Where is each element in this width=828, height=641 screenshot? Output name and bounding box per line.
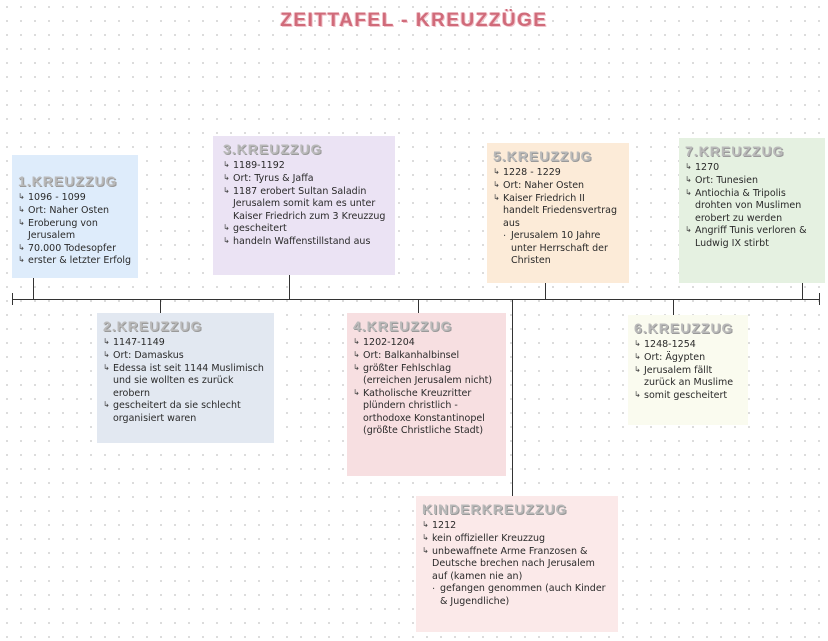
list-item: Ort: Tyrus & Jaffa	[223, 173, 389, 186]
crusade-1-title: 1.KREUZZUG	[18, 173, 118, 189]
crusade-6-card: 6.KREUZZUG 1248-1254 Ort: Ägypten Jerusa…	[628, 315, 748, 425]
list-item: gefangen genommen (auch Kinder & Jugendl…	[422, 583, 612, 608]
list-item: Ort: Naher Osten	[493, 180, 623, 193]
list-item: Ort: Balkanhalbinsel	[353, 350, 500, 363]
crusade-2-title: 2.KREUZZUG	[103, 318, 203, 334]
list-item: 1202-1204	[353, 337, 500, 350]
list-item: größter Fehlschlag (erreichen Jerusalem …	[353, 363, 500, 388]
list-item: Ort: Tunesien	[685, 175, 819, 188]
list-item: Jerusalem 10 Jahre unter Herrschaft der …	[493, 230, 623, 268]
list-item: unbewaffnete Arme Franzosen & Deutsche b…	[422, 546, 612, 584]
list-item: handeln Waffenstillstand aus	[223, 236, 389, 249]
list-item: 1248-1254	[634, 339, 742, 352]
connector-1	[33, 278, 34, 299]
list-item: gescheitert	[223, 223, 389, 236]
crusade-4-title: 4.KREUZZUG	[353, 318, 453, 334]
timeline-start-tick	[12, 293, 13, 305]
crusade-6-title: 6.KREUZZUG	[634, 320, 734, 336]
list-item: 1228 - 1229	[493, 167, 623, 180]
list-item: Jerusalem fällt zurück an Muslime	[634, 365, 742, 390]
connector-5	[545, 283, 546, 299]
list-item: 1189-1192	[223, 160, 389, 173]
connector-7	[802, 283, 803, 299]
list-item: somit gescheitert	[634, 390, 742, 403]
list-item: gescheitert da sie schlecht organisiert …	[103, 400, 268, 425]
list-item: Ort: Naher Osten	[18, 205, 132, 218]
list-item: Kaiser Friedrich II handelt Friedensvert…	[493, 193, 623, 231]
crusade-3-title: 3.KREUZZUG	[223, 141, 323, 157]
list-item: Ort: Ägypten	[634, 352, 742, 365]
connector-2	[160, 299, 161, 313]
list-item: Ort: Damaskus	[103, 350, 268, 363]
list-item: 1096 - 1099	[18, 192, 132, 205]
list-item: 1147-1149	[103, 337, 268, 350]
crusade-2-card: 2.KREUZZUG 1147-1149 Ort: Damaskus Edess…	[97, 313, 274, 443]
list-item: 70.000 Todesopfer	[18, 243, 132, 256]
connector-children	[512, 299, 513, 496]
list-item: 1270	[685, 162, 819, 175]
crusade-5-title: 5.KREUZZUG	[493, 148, 593, 164]
list-item: Antiochia & Tripolis drohten von Muslime…	[685, 188, 819, 226]
crusade-7-card: 7.KREUZZUG 1270 Ort: Tunesien Antiochia …	[679, 138, 825, 283]
page-title: ZEITTAFEL - KREUZZÜGE	[280, 10, 548, 31]
list-item: Angriff Tunis verloren & Ludwig IX stirb…	[685, 225, 819, 250]
crusade-4-card: 4.KREUZZUG 1202-1204 Ort: Balkanhalbinse…	[347, 313, 506, 476]
list-item: Eroberung von Jerusalem	[18, 218, 132, 243]
list-item: Edessa ist seit 1144 Muslimisch und sie …	[103, 363, 268, 401]
list-item: kein offizieller Kreuzzug	[422, 533, 612, 546]
list-item: 1212	[422, 520, 612, 533]
list-item: 1187 erobert Sultan Saladin Jerusalem so…	[223, 186, 389, 224]
children-crusade-card: KINDERKREUZZUG 1212 kein offizieller Kre…	[416, 496, 618, 632]
crusade-3-card: 3.KREUZZUG 1189-1192 Ort: Tyrus & Jaffa …	[213, 136, 395, 275]
list-item: Katholische Kreuzritter plündern christl…	[353, 388, 500, 438]
crusade-7-title: 7.KREUZZUG	[685, 143, 785, 159]
children-crusade-title: KINDERKREUZZUG	[422, 501, 568, 517]
connector-3	[289, 275, 290, 299]
crusade-1-card: 1.KREUZZUG 1096 - 1099 Ort: Naher Osten …	[12, 155, 138, 278]
list-item: erster & letzter Erfolg	[18, 255, 132, 268]
crusade-5-card: 5.KREUZZUG 1228 - 1229 Ort: Naher Osten …	[487, 143, 629, 283]
timeline-axis	[12, 299, 820, 300]
connector-4	[418, 299, 419, 313]
timeline-end-tick	[819, 293, 820, 305]
connector-6	[673, 299, 674, 315]
